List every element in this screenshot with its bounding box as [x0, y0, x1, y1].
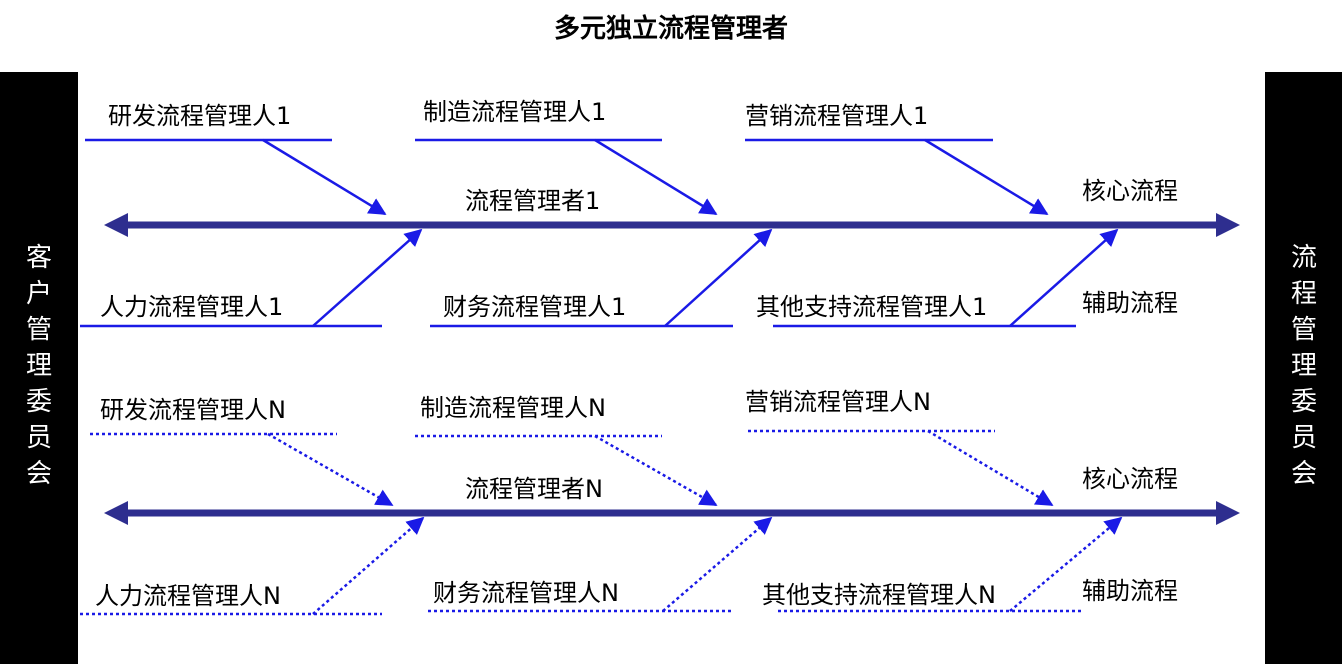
- left-committee-char: 会: [25, 459, 52, 489]
- core-spine-n: [104, 501, 1240, 525]
- role-label-marketing-n: 营销流程管理人N: [745, 388, 931, 416]
- role-label-mfg-1: 制造流程管理人1: [423, 98, 607, 126]
- core-manager-label-1: 流程管理者1: [465, 187, 601, 215]
- role-label-marketing-1: 营销流程管理人1: [745, 102, 929, 130]
- core-manager-label-n: 流程管理者N: [465, 475, 603, 503]
- role-label-rd-n: 研发流程管理人N: [100, 396, 286, 424]
- role-label-hr-1: 人力流程管理人1: [100, 293, 284, 321]
- left-committee-char: 员: [25, 423, 52, 453]
- left-committee-char: 委: [25, 387, 52, 417]
- support-process-tag-n: 辅助流程: [1082, 577, 1178, 605]
- role-label-rd-1: 研发流程管理人1: [108, 102, 292, 130]
- right-committee-char: 理: [1290, 351, 1317, 381]
- right-committee-char: 程: [1290, 279, 1317, 309]
- role-label-other-support-n: 其他支持流程管理人N: [762, 581, 996, 609]
- role-label-other-support-1: 其他支持流程管理人1: [756, 293, 988, 321]
- support-branches-n: [80, 516, 1123, 616]
- right-committee-char: 员: [1290, 423, 1317, 453]
- core-process-tag-n: 核心流程: [1082, 465, 1178, 493]
- left-committee-label: 客户管理委员会: [0, 240, 78, 492]
- support-branches-1: [80, 228, 1119, 328]
- left-committee-char: 客: [25, 243, 52, 273]
- role-label-finance-1: 财务流程管理人1: [443, 293, 627, 321]
- left-committee-char: 管: [25, 315, 52, 345]
- diagram-title: 多元独立流程管理者: [553, 14, 788, 44]
- core-branches-n: [90, 429, 1054, 507]
- right-committee-label: 流程管理委员会: [1265, 240, 1342, 492]
- support-process-tag-1: 辅助流程: [1082, 289, 1178, 317]
- core-spine-1: [104, 213, 1240, 237]
- right-committee-bar: 流程管理委员会: [1265, 72, 1342, 664]
- core-branches-1: [85, 138, 1049, 216]
- left-committee-bar: 客户管理委员会: [0, 72, 78, 664]
- role-label-hr-n: 人力流程管理人N: [95, 582, 281, 610]
- role-label-mfg-n: 制造流程管理人N: [420, 394, 606, 422]
- right-committee-char: 委: [1290, 387, 1317, 417]
- right-committee-char: 会: [1290, 459, 1317, 489]
- right-committee-char: 管: [1290, 315, 1317, 345]
- core-process-tag-1: 核心流程: [1082, 177, 1178, 205]
- left-committee-char: 理: [25, 351, 52, 381]
- left-committee-char: 户: [25, 279, 52, 309]
- role-label-finance-n: 财务流程管理人N: [433, 579, 619, 607]
- right-committee-char: 流: [1290, 243, 1317, 273]
